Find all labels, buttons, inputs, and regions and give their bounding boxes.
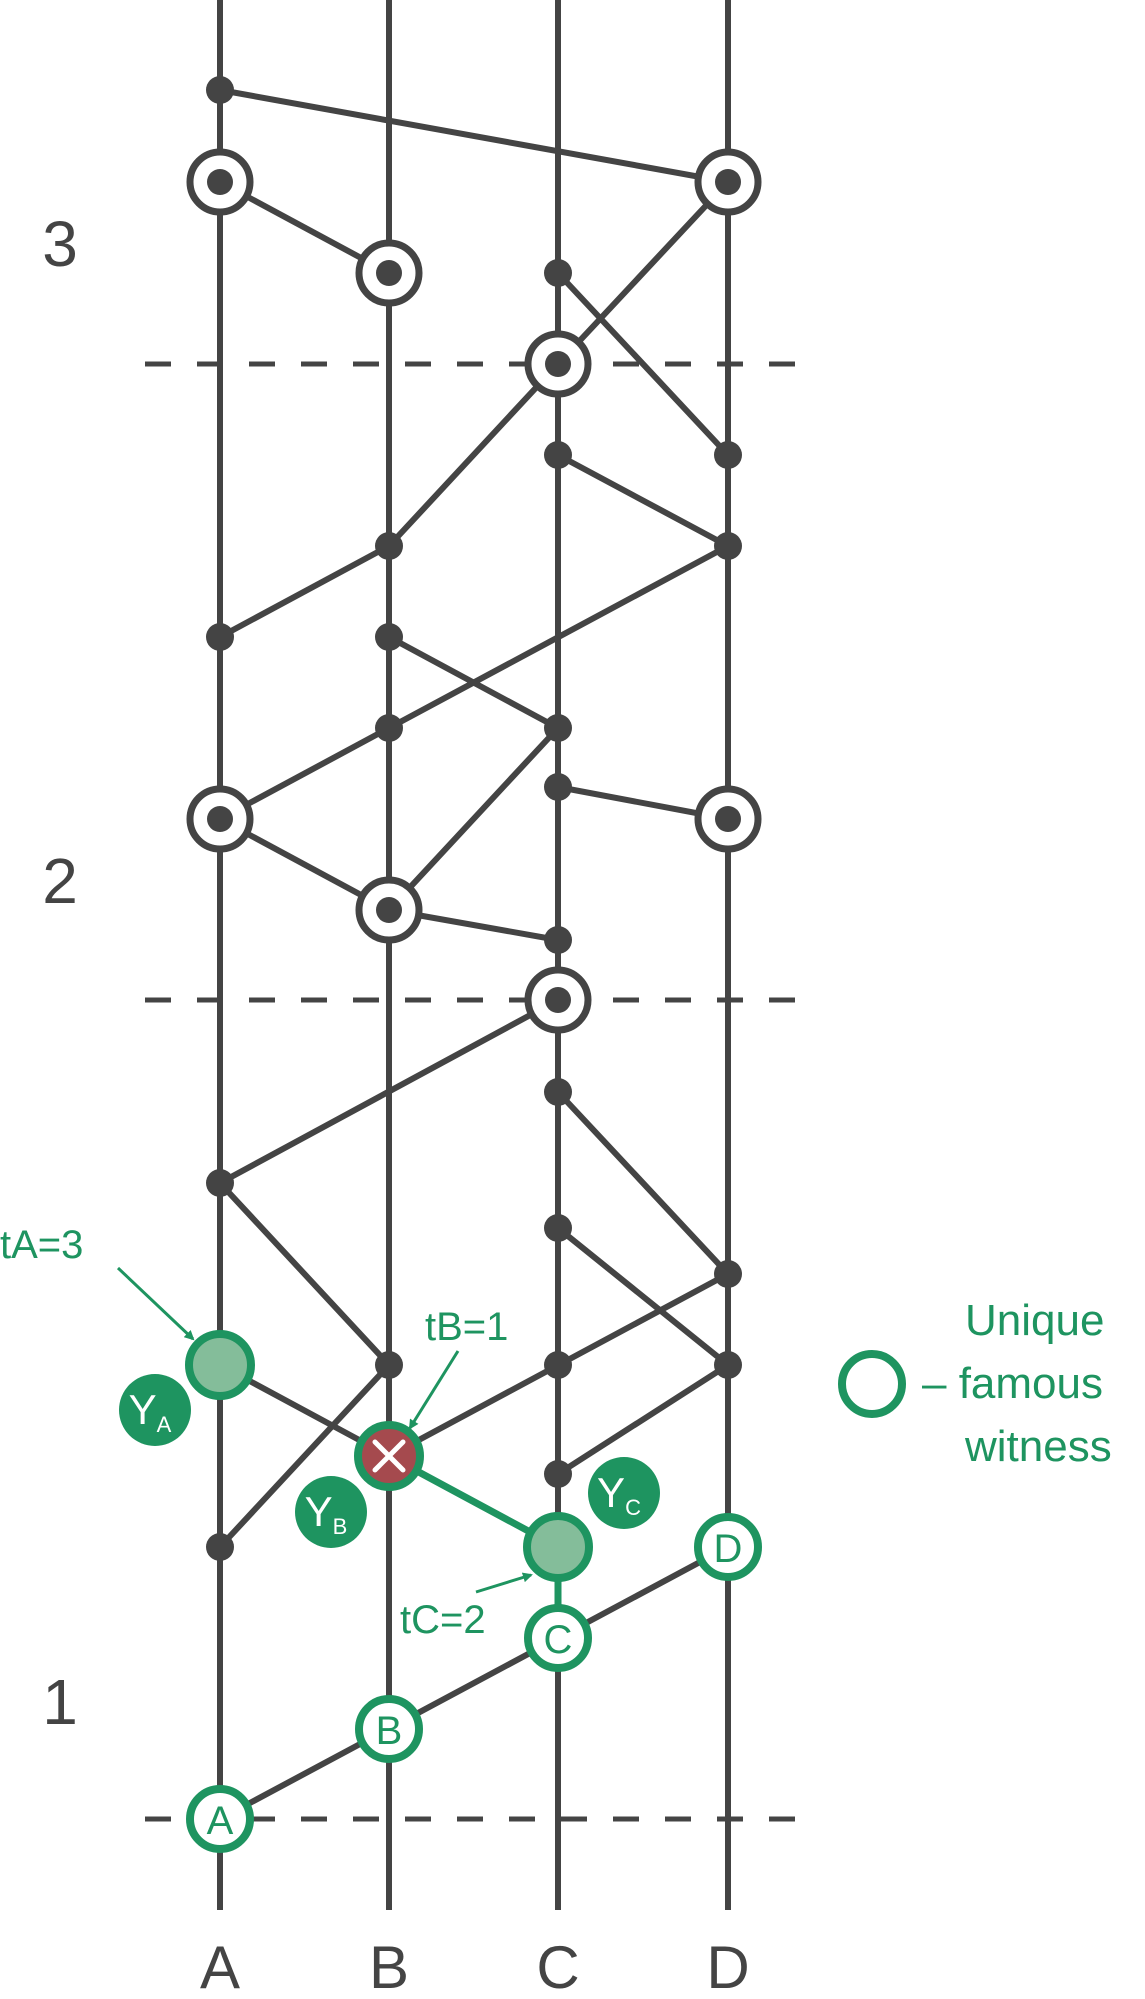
badge-yb-sub: B	[333, 1514, 348, 1539]
member-lines	[217, 0, 731, 1910]
famous-witness-d	[694, 1513, 762, 1581]
badge-yc-sub: C	[625, 1495, 641, 1520]
legend-line-3: witness	[964, 1422, 1112, 1471]
famous-witness-c	[524, 1604, 592, 1672]
witness-event	[186, 148, 254, 216]
badge-yc-main: Y	[597, 1469, 625, 1516]
gossip-edge	[217, 1180, 392, 1368]
badge-yb: YB	[295, 1476, 367, 1548]
annotation-tb: tB=1	[425, 1305, 508, 1349]
witness-event	[694, 785, 762, 853]
gossip-edges	[217, 87, 731, 1822]
witness-event	[186, 785, 254, 853]
badge-yb-main: Y	[305, 1488, 333, 1535]
svg-text:YC: YC	[597, 1469, 641, 1520]
gossip-edge	[555, 452, 731, 549]
y-badges: YA YB YC	[119, 1374, 660, 1548]
famous-witness-a-label: A	[207, 1799, 234, 1843]
legend-witness-icon	[838, 1350, 906, 1418]
round-separators	[145, 361, 810, 1822]
famous-witness-b-label: B	[376, 1709, 403, 1753]
gossip-edge	[217, 1362, 392, 1550]
event-dot	[544, 1351, 572, 1379]
event-dot	[544, 1460, 572, 1488]
event-dot	[375, 532, 403, 560]
badge-yc: YC	[588, 1457, 660, 1529]
event-dot	[544, 1078, 572, 1106]
event-dot	[206, 623, 234, 651]
legend: Unique – famous witness	[838, 1296, 1112, 1471]
gossip-edge	[555, 270, 731, 458]
svg-text:YB: YB	[305, 1488, 348, 1539]
event-dot	[544, 773, 572, 801]
round-label-2: 2	[42, 845, 78, 917]
famous-witness-c-label: C	[544, 1618, 573, 1662]
gossip-edge	[217, 87, 731, 185]
event-dot	[544, 441, 572, 469]
gossip-edge	[217, 1544, 731, 1822]
gossip-edge	[386, 634, 561, 731]
event-dot	[206, 1169, 234, 1197]
event-dot	[714, 1260, 742, 1288]
witness-event	[355, 239, 423, 307]
event-dot	[544, 714, 572, 742]
event-dot	[544, 1214, 572, 1242]
witness-event	[694, 148, 762, 216]
column-label-b: B	[369, 1934, 409, 1999]
famous-witness-a	[186, 1785, 254, 1853]
gossip-edge	[386, 361, 561, 549]
famous-witnesses: A B C D	[186, 1513, 762, 1853]
event-dot	[714, 441, 742, 469]
legend-line-1: Unique	[965, 1296, 1104, 1345]
svg-text:YA: YA	[129, 1386, 172, 1437]
column-label-c: C	[536, 1934, 579, 1999]
y-events	[185, 1330, 593, 1582]
badge-ya-sub: A	[157, 1412, 172, 1437]
badge-ya: YA	[119, 1374, 191, 1446]
event-dot	[375, 623, 403, 651]
gossip-edge	[386, 543, 731, 731]
event-dot	[714, 1351, 742, 1379]
annotation-tc: tC=2	[400, 1598, 486, 1642]
column-label-d: D	[706, 1934, 749, 1999]
column-label-a: A	[200, 1934, 240, 1999]
round-label-1: 1	[42, 1666, 78, 1738]
witnesses	[186, 148, 762, 1034]
legend-line-2: – famous	[922, 1359, 1103, 1408]
round-label-3: 3	[42, 208, 78, 280]
famous-witness-d-label: D	[714, 1527, 743, 1571]
gossip-edge	[555, 179, 731, 367]
arrow-tc	[475, 1572, 533, 1594]
event-dot	[375, 714, 403, 742]
event-dot	[206, 1533, 234, 1561]
event-dot	[714, 532, 742, 560]
famous-witness-b	[355, 1695, 423, 1763]
event-dot	[544, 926, 572, 954]
arrow-tb	[408, 1350, 460, 1430]
gossip-edge	[217, 997, 561, 1186]
annotation-arrows	[116, 1266, 533, 1594]
events	[206, 76, 742, 1561]
event-yb-marked	[354, 1421, 424, 1491]
witness-event	[355, 876, 423, 944]
gossip-edge	[555, 1089, 731, 1277]
witness-event	[524, 966, 592, 1034]
gossip-edge	[386, 725, 561, 913]
event-dot	[375, 1351, 403, 1379]
event-dot	[206, 76, 234, 104]
event-ya	[185, 1330, 255, 1400]
gossip-edge	[217, 543, 392, 640]
annotation-ta: tA=3	[0, 1223, 83, 1267]
witness-event	[524, 330, 592, 398]
arrow-ta	[116, 1266, 195, 1341]
badge-ya-main: Y	[129, 1386, 157, 1433]
event-dot	[544, 259, 572, 287]
event-yc	[523, 1512, 593, 1582]
gossip-edge	[555, 1362, 731, 1477]
gossip-edge	[555, 1225, 731, 1368]
